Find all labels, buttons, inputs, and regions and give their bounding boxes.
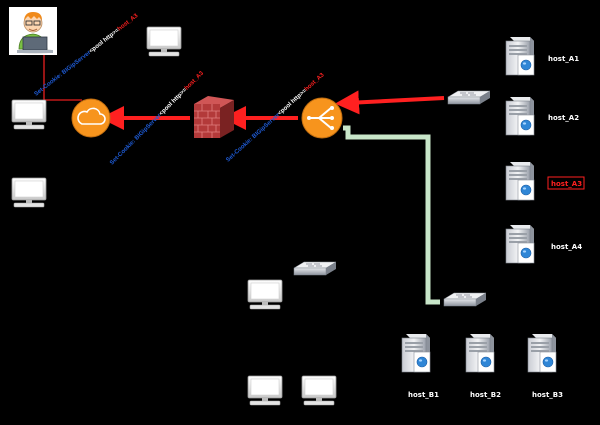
brick-firewall-icon bbox=[194, 96, 234, 138]
desktop-computer-icon bbox=[247, 375, 283, 406]
desktop-computer-icon bbox=[11, 99, 47, 130]
server-icon bbox=[465, 333, 495, 373]
desktop-computer-icon bbox=[301, 375, 337, 406]
desktop-computer-icon bbox=[247, 279, 283, 310]
server-icon bbox=[505, 161, 535, 201]
network-switch-icon bbox=[443, 292, 487, 307]
network-switch-icon bbox=[447, 90, 491, 105]
network-switch-icon bbox=[293, 261, 337, 276]
link-lines bbox=[43, 55, 445, 305]
user-at-laptop-icon bbox=[9, 7, 57, 55]
host-label-a2: host_A2 bbox=[548, 114, 579, 122]
host-label-a1: host_A1 bbox=[548, 55, 579, 63]
host-a3-highlight-box bbox=[547, 176, 585, 190]
server-icon bbox=[401, 333, 431, 373]
server-icon bbox=[527, 333, 557, 373]
server-icon bbox=[505, 96, 535, 136]
flow-switch-to-lb bbox=[335, 90, 445, 115]
host-label-a3: host_A3 bbox=[551, 180, 582, 188]
host-label-b2: host_B2 bbox=[470, 391, 501, 399]
host-label-b1: host_B1 bbox=[408, 391, 439, 399]
server-icon bbox=[505, 224, 535, 264]
host-label-a4: host_A4 bbox=[551, 243, 582, 251]
load-balancer-icon bbox=[301, 97, 343, 139]
link-lb-to-switch-b bbox=[343, 125, 440, 305]
cloud-icon bbox=[71, 98, 111, 138]
host-label-b3: host_B3 bbox=[532, 391, 563, 399]
server-icon bbox=[505, 36, 535, 76]
desktop-computer-icon bbox=[11, 177, 47, 208]
desktop-computer-icon bbox=[146, 26, 182, 57]
